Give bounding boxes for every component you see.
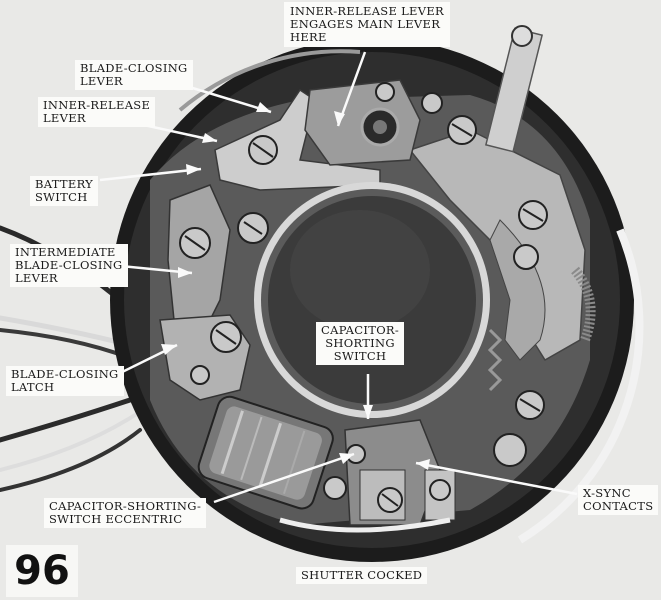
label-capacitor-shorting-switch-eccentric: CAPACITOR-SHORTING- SWITCH ECCENTRIC xyxy=(44,498,207,528)
label-line: INNER-RELEASE xyxy=(43,98,151,112)
label-line: INNER-RELEASE LEVER xyxy=(290,4,445,18)
label-line: LEVER xyxy=(15,271,58,285)
gear-sector xyxy=(571,266,596,342)
label-line: X-SYNC xyxy=(583,486,631,500)
label-line: CAPACITOR- xyxy=(321,323,400,337)
label-line: LEVER xyxy=(43,111,86,125)
label-line: BLADE-CLOSING xyxy=(80,61,188,75)
label-line: SWITCH ECCENTRIC xyxy=(49,512,183,526)
label-line: HERE xyxy=(290,30,327,44)
label-line: BLADE-CLOSING xyxy=(11,367,119,381)
label-line: CONTACTS xyxy=(583,499,654,513)
label-x-sync-contacts: X-SYNC CONTACTS xyxy=(578,485,659,515)
label-line: LATCH xyxy=(11,380,55,394)
pointer-arrowheads xyxy=(161,102,430,470)
label-line: INTERMEDIATE xyxy=(15,245,116,259)
label-capacitor-shorting-switch: CAPACITOR- SHORTING SWITCH xyxy=(316,322,405,365)
solenoid-coil xyxy=(197,395,334,510)
label-blade-closing-lever: BLADE-CLOSING LEVER xyxy=(75,60,193,90)
label-inner-release-lever: INNER-RELEASE LEVER xyxy=(38,97,156,127)
label-line: BLADE-CLOSING xyxy=(15,258,123,272)
label-line: ENGAGES MAIN LEVER xyxy=(290,17,441,31)
page-number: 96 xyxy=(6,545,78,597)
label-blade-closing-latch: BLADE-CLOSING LATCH xyxy=(6,366,124,396)
wire-bundle xyxy=(0,225,142,492)
label-line: SWITCH xyxy=(35,190,88,204)
spring xyxy=(487,328,503,392)
label-line: SWITCH xyxy=(333,349,387,363)
housing-highlight-arc xyxy=(517,228,644,544)
label-line: SHORTING xyxy=(325,336,395,350)
label-line: CAPACITOR-SHORTING- xyxy=(49,499,202,513)
label-line: LEVER xyxy=(80,74,123,88)
screws xyxy=(179,82,548,513)
label-battery-switch: BATTERY SWITCH xyxy=(30,176,99,206)
label-intermediate-blade-closing-lever: INTERMEDIATE BLADE-CLOSING LEVER xyxy=(10,244,128,287)
figure-caption: SHUTTER COCKED xyxy=(296,567,428,584)
label-line: BATTERY xyxy=(35,177,94,191)
label-inner-release-engages: INNER-RELEASE LEVER ENGAGES MAIN LEVER H… xyxy=(284,2,451,47)
